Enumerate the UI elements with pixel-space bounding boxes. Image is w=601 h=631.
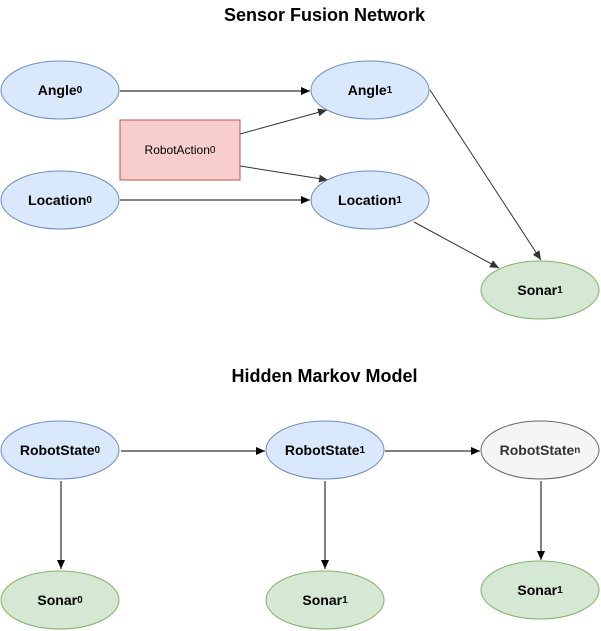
node-robotstate1 (265, 420, 385, 480)
edge-action-location1 (239, 165, 329, 183)
node-sonar1-mid (265, 570, 385, 630)
node-location0 (0, 170, 120, 230)
sensor-fusion-title: Sensor Fusion Network (223, 5, 426, 25)
node-robotstate0 (0, 420, 120, 480)
edge-angle1-sonar1 (429, 89, 542, 261)
node-robotaction0 (119, 119, 241, 181)
hmm-title: Hidden Markov Model (231, 366, 418, 386)
node-robotstaten (480, 420, 600, 480)
edge-location1-sonar1 (413, 221, 500, 269)
node-location1 (310, 170, 430, 230)
node-angle0 (0, 60, 120, 120)
node-angle1 (310, 60, 430, 120)
node-sonar1-top (480, 260, 600, 320)
node-sonar0 (0, 570, 120, 630)
node-sonar1-right (480, 560, 600, 620)
edge-action-angle1 (239, 108, 328, 135)
